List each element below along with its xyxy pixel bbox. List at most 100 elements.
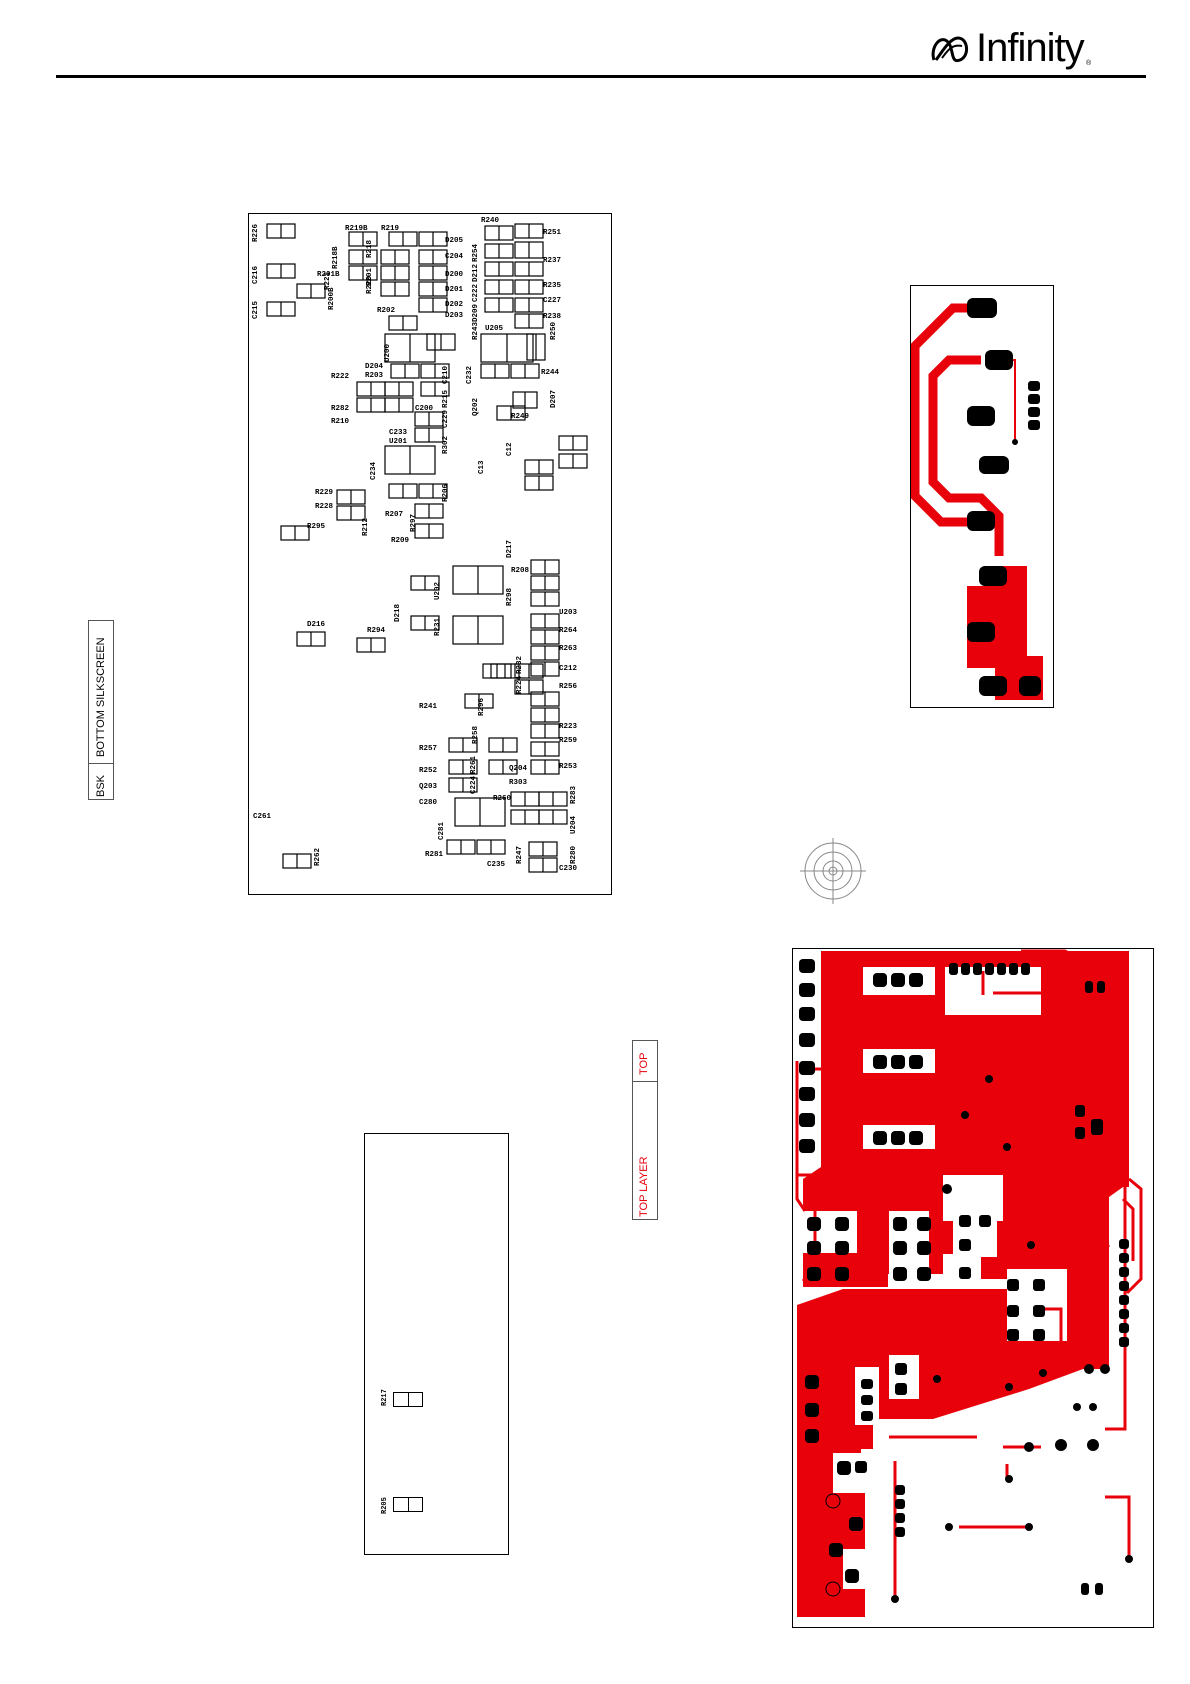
component-label: C235 [487,861,506,869]
component-label: R297 [410,514,418,532]
component-label: R222 [331,373,350,381]
component-label: R229 [315,489,334,497]
component-label: C224 [470,775,478,794]
component-label: D205 [445,237,464,245]
component-label: R295 [307,523,326,531]
component-label: R220 [366,275,374,294]
component-label: C280 [419,799,438,807]
bsk-label: BSK [95,774,107,797]
component-label: C261 [253,813,272,821]
component-label: R252 [419,767,438,775]
component-label: C216 [252,265,260,284]
component-label: R261 [470,755,478,774]
component-label: C232 [466,365,474,384]
component-label: D209 [472,303,480,322]
component-label: R282 [331,405,350,413]
component-label: C281 [438,821,446,840]
silkscreen-board-small: R217 R205 [364,1133,509,1555]
layer-tag-bottom-silkscreen: BOTTOM SILKSCREEN BSK [88,620,114,800]
component-label: R281 [425,851,444,859]
component-label: C12 [506,442,514,456]
component-label: C233 [389,429,408,437]
component-label: C204 [445,253,464,261]
component-label: R203 [365,372,384,380]
component-label: C212 [559,665,578,673]
component-label: R264 [559,627,578,635]
copper-traces-a [910,298,1043,700]
component-label: D212 [472,263,480,282]
copper-board-b [792,948,1154,1628]
component-label: R262 [314,847,322,866]
component-label: Q203 [419,783,438,791]
component-label: C229 [442,409,450,428]
component-label: R212 [362,517,370,536]
component-label: R259 [559,737,578,745]
component-label: R219B [345,225,368,233]
component-label: R256 [559,683,578,691]
component-label: R235 [543,282,562,290]
component-label: R244 [541,369,560,377]
header-rule [56,75,1146,78]
component-label: R251 [543,229,562,237]
component-label: R201B [317,271,340,279]
infinity-wave-logo-icon [931,36,968,63]
component-label: R231 [434,617,442,636]
component-label: R221 [324,271,332,290]
label-r217: R217 [381,1389,389,1406]
component-label: R215 [442,389,450,408]
component-label: R241 [419,703,438,711]
component-label: R280 [570,845,578,864]
component-label: R219 [381,225,400,233]
component-label: R302 [442,435,450,454]
component-label: R263 [559,645,578,653]
component-label: D203 [445,312,464,320]
registered-mark: ® [1086,60,1092,67]
component-label: R209 [391,537,410,545]
component-label: D207 [550,390,558,408]
component-label: R207 [385,511,403,519]
component-label: R283 [570,785,578,804]
component-label: U203 [559,609,578,617]
copper-traces-b [795,949,1143,1617]
component-label: R257 [419,745,437,753]
component-label: R224 [516,675,524,694]
label-r205: R205 [381,1497,389,1514]
top-layer-label: TOP LAYER [638,1156,650,1217]
component-label: U201 [389,438,408,446]
component-label: R218B [332,246,340,269]
component-label: R240 [481,217,500,225]
resistor-pad-r217 [393,1392,423,1407]
component-label: R294 [367,627,386,635]
component-label: D216 [307,621,326,629]
component-label: R200B [328,287,336,310]
component-label: R238 [543,313,562,321]
component-label: C234 [370,461,378,480]
component-label: D202 [445,301,464,309]
component-label: D218 [394,603,402,622]
component-label: R226 [252,223,260,242]
component-label: C222 [472,283,480,302]
component-label: R253 [559,763,578,771]
brand-name: Infinity [976,26,1085,70]
component-label: R250 [550,321,558,340]
component-label: R258 [472,725,480,744]
component-label: R247 [516,846,524,864]
layer-tag-top-layer: TOP LAYER TOP [632,1040,658,1220]
resistor-pad-r205 [393,1497,423,1512]
component-label: R210 [331,418,350,426]
component-label: R303 [509,779,528,787]
copper-board-a [910,285,1054,708]
component-label: R201 [366,267,374,286]
component-label: R254 [472,243,480,262]
component-label: U200 [384,343,392,362]
bottom-silkscreen-label: BOTTOM SILKSCREEN [95,637,107,757]
component-label: Q202 [472,397,480,416]
component-label: C210 [442,365,450,384]
component-label: C215 [252,300,260,319]
component-label: D204 [365,363,384,371]
brand-logo: Infinity ® [928,26,1098,72]
component-label: R223 [559,723,578,731]
component-label: D217 [506,540,514,558]
